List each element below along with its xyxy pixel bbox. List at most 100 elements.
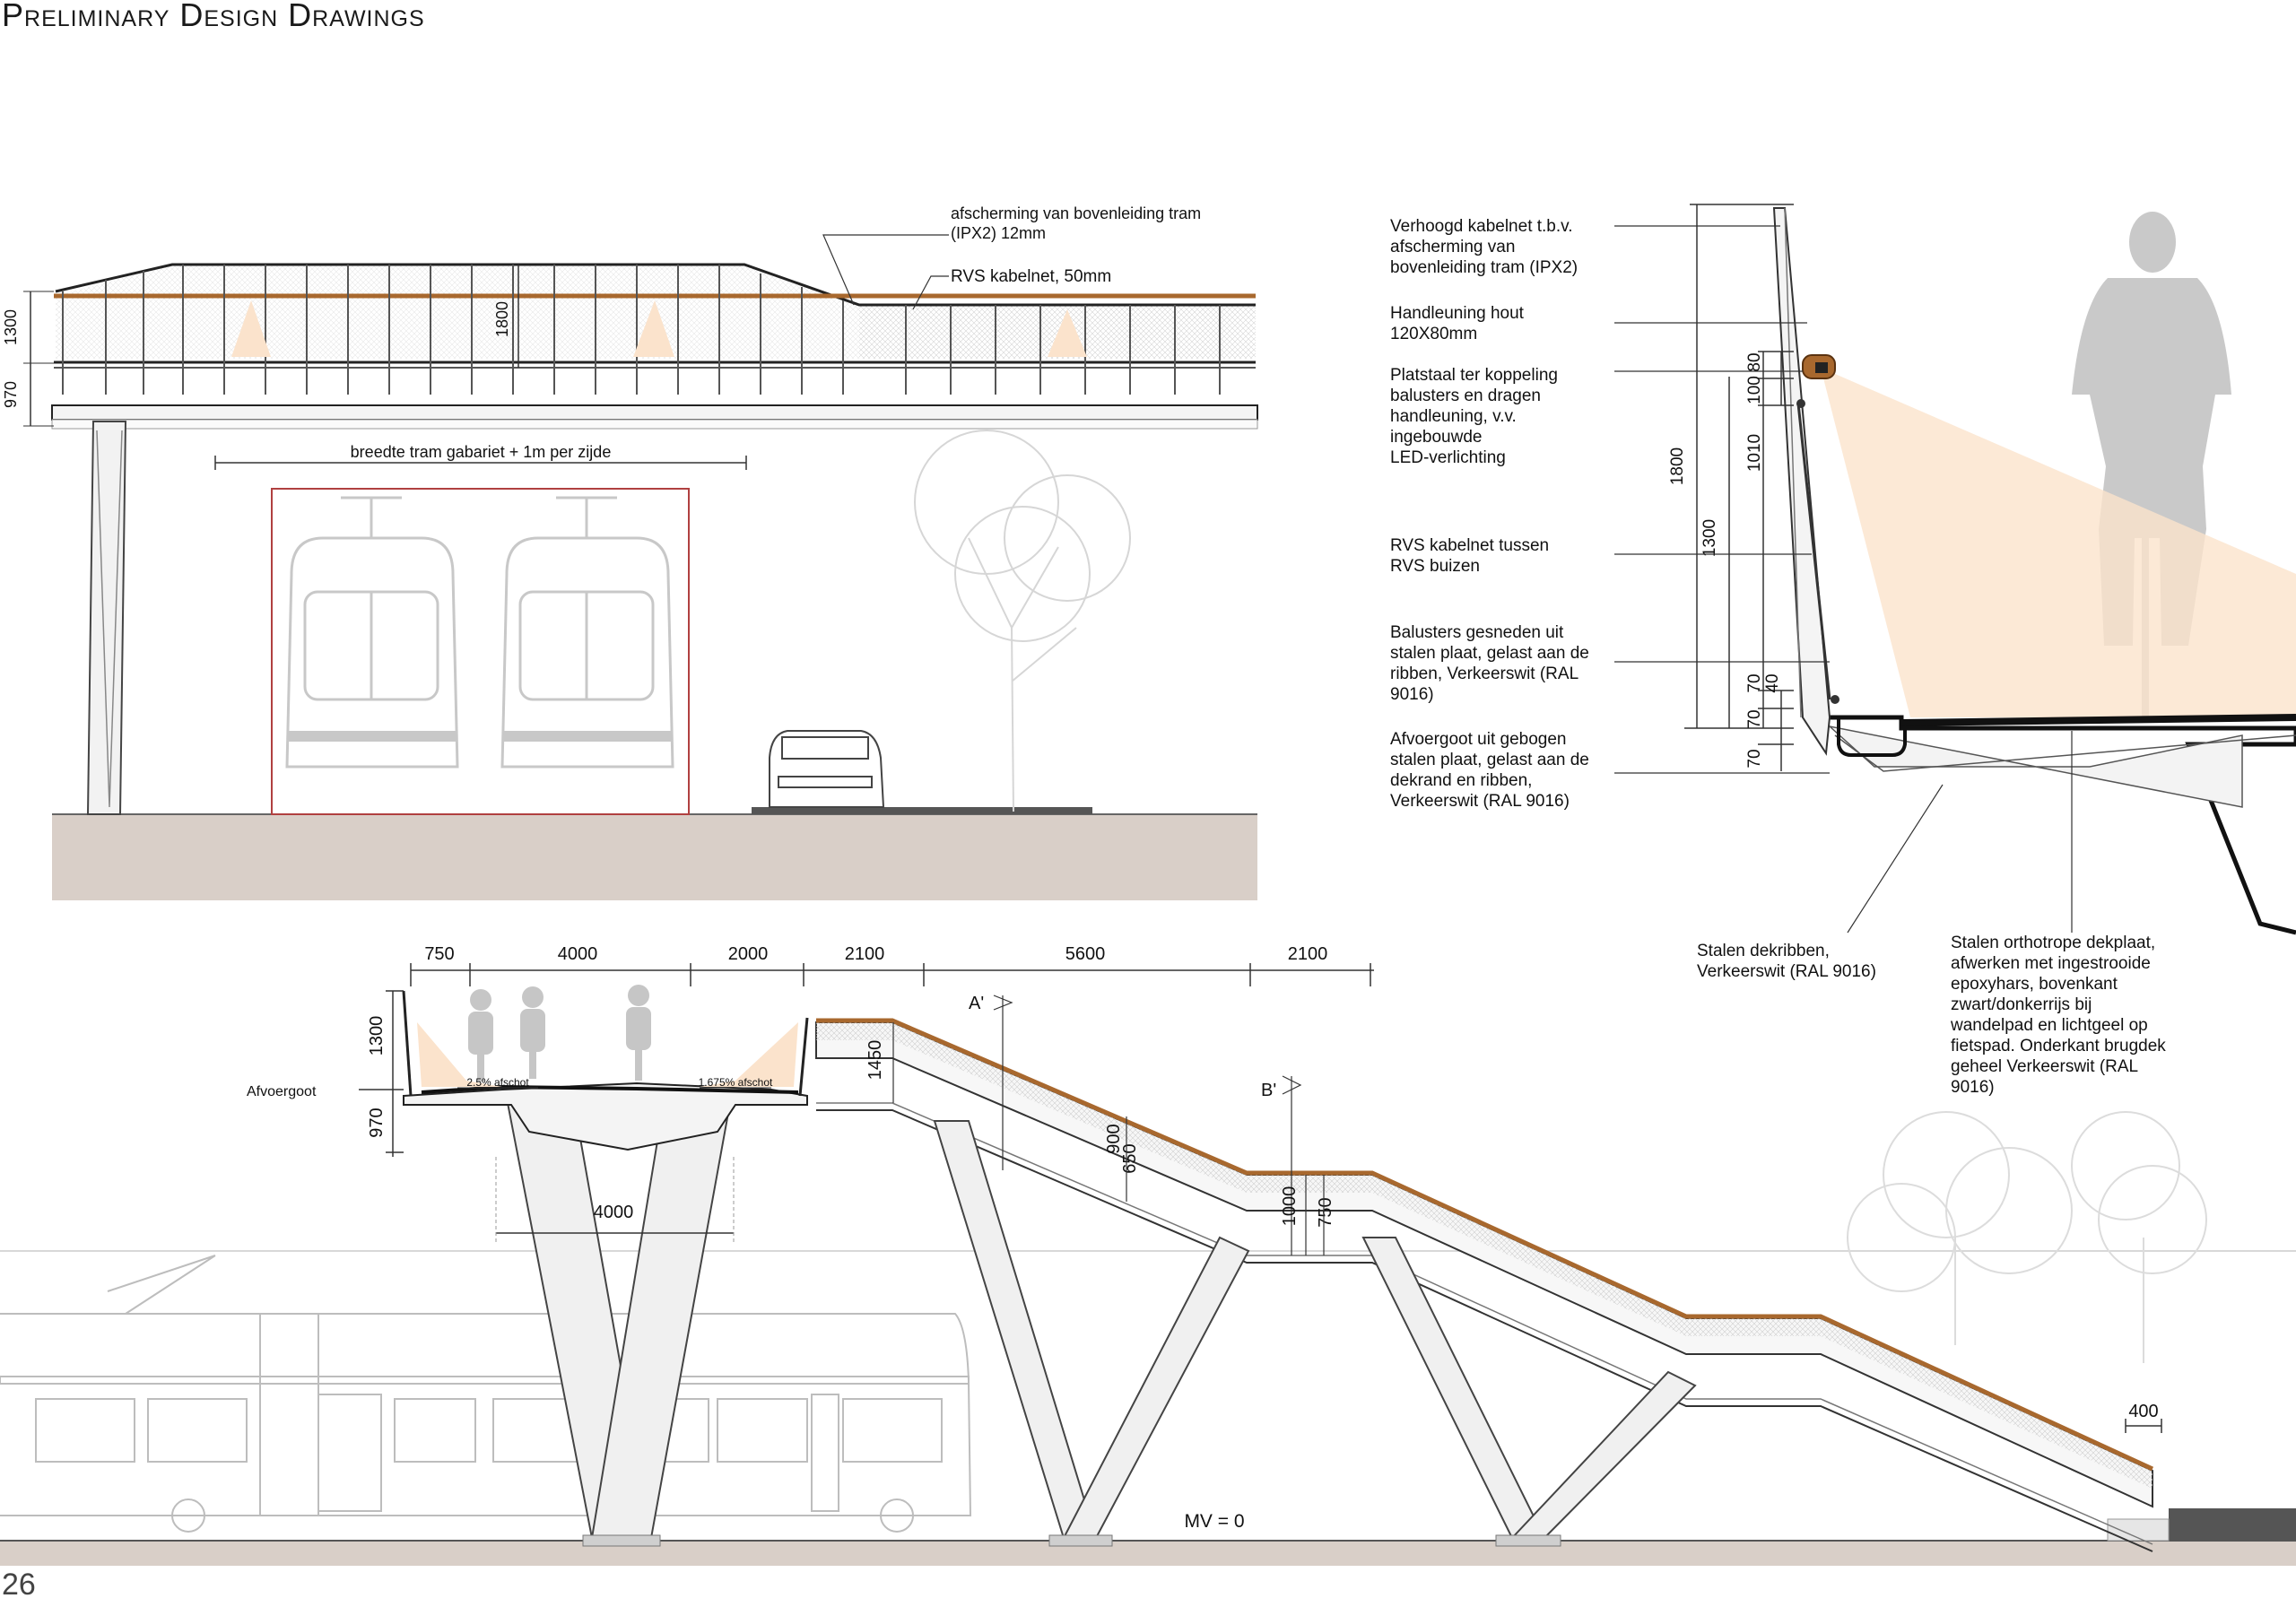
dim-1450: 1450 bbox=[865, 1040, 885, 1081]
svg-text:Afvoergoot uit gebogen: Afvoergoot uit gebogen bbox=[1390, 730, 1567, 749]
detail-label-1: Verhoogd kabelnet t.b.v. afscherming van… bbox=[1390, 217, 1578, 277]
annot-cable: RVS kabelnet, 50mm bbox=[951, 267, 1111, 286]
tree-sketch-top bbox=[914, 430, 1131, 812]
svg-text:ribben, Verkeerswit (RAL: ribben, Verkeerswit (RAL bbox=[1390, 665, 1578, 683]
height-1800-top: 1800 bbox=[493, 301, 511, 337]
height-970-top: 970 bbox=[2, 381, 20, 408]
svg-text:dekrand en ribben,: dekrand en ribben, bbox=[1390, 771, 1532, 790]
svg-text:epoxyhars, bovenkant: epoxyhars, bovenkant bbox=[1951, 975, 2118, 994]
tram-front-right bbox=[500, 496, 674, 769]
stair-ramp bbox=[815, 1018, 2154, 1552]
v-pier-2 bbox=[933, 1120, 1250, 1547]
dim-2100-b: 2100 bbox=[1288, 944, 1328, 964]
tram-side bbox=[0, 1255, 972, 1533]
ground-level-label: MV = 0 bbox=[1184, 1511, 1244, 1532]
detail-dim-1300: 1300 bbox=[1700, 519, 1719, 557]
railing-detail: 1800 1300 1010 100 80 70 40 70 70 Verhoo… bbox=[1390, 204, 2296, 1097]
svg-text:120X80mm: 120X80mm bbox=[1390, 325, 1477, 343]
svg-text:zwart/donkerrijs bij: zwart/donkerrijs bij bbox=[1951, 995, 2092, 1014]
slope-left: 2.5% afschot bbox=[466, 1076, 529, 1089]
detail-dim-40: 40 bbox=[1763, 673, 1782, 692]
top-elevation: breedte tram gabariet + 1m per zijde 130… bbox=[2, 204, 1258, 900]
height-1300-top: 1300 bbox=[2, 309, 20, 345]
dim-1000: 1000 bbox=[1280, 1186, 1300, 1227]
tram-width-label: breedte tram gabariet + 1m per zijde bbox=[351, 443, 612, 461]
v-pier-3 bbox=[1361, 1237, 1697, 1547]
svg-text:afwerken met ingestrooide: afwerken met ingestrooide bbox=[1951, 954, 2151, 973]
detail-dim-1010: 1010 bbox=[1745, 434, 1764, 472]
detail-dim-1800: 1800 bbox=[1668, 447, 1687, 485]
detail-label-3: Platstaal ter koppeling balusters en dra… bbox=[1390, 366, 1558, 467]
road bbox=[752, 807, 1092, 814]
dim-900: 900 bbox=[1104, 1124, 1124, 1153]
svg-text:geheel Verkeerswit (RAL: geheel Verkeerswit (RAL bbox=[1951, 1057, 2138, 1076]
note-ribs: Stalen dekribben, Verkeerswit (RAL 9016) bbox=[1697, 942, 1876, 981]
detail-dim-100: 100 bbox=[1745, 376, 1764, 404]
dim-4000-top: 4000 bbox=[558, 944, 598, 964]
svg-text:9016): 9016) bbox=[1390, 685, 1434, 704]
svg-text:stalen plaat, gelast aan de: stalen plaat, gelast aan de bbox=[1390, 751, 1589, 769]
dim-5600: 5600 bbox=[1065, 944, 1106, 964]
detail-dim-70-b: 70 bbox=[1745, 709, 1764, 728]
svg-text:Verkeerswit (RAL 9016): Verkeerswit (RAL 9016) bbox=[1697, 962, 1876, 981]
afvoergoot-label: Afvoergoot bbox=[247, 1084, 317, 1099]
svg-text:Verhoogd kabelnet t.b.v.: Verhoogd kabelnet t.b.v. bbox=[1390, 217, 1573, 236]
detail-dim-70-a: 70 bbox=[1745, 673, 1764, 692]
svg-text:Platstaal ter koppeling: Platstaal ter koppeling bbox=[1390, 366, 1558, 385]
pier-top bbox=[86, 421, 127, 815]
dim-650: 650 bbox=[1120, 1143, 1140, 1173]
svg-text:RVS buizen: RVS buizen bbox=[1390, 557, 1480, 576]
svg-text:wandelpad en lichtgeel op: wandelpad en lichtgeel op bbox=[1950, 1016, 2148, 1035]
svg-text:balusters en dragen: balusters en dragen bbox=[1390, 387, 1541, 405]
section-b: B' bbox=[1261, 1081, 1276, 1100]
bottom-height-970: 970 bbox=[367, 1108, 387, 1137]
car bbox=[769, 730, 885, 808]
svg-text:ingebouwde: ingebouwde bbox=[1390, 428, 1482, 447]
page-number: 26 bbox=[2, 1568, 36, 1602]
long-elevation: 2.5% afschot 1.675% afschot bbox=[0, 944, 2296, 1566]
detail-dim-80: 80 bbox=[1745, 352, 1764, 371]
annot-screening-line2: (IPX2) 12mm bbox=[951, 224, 1046, 242]
top-balusters bbox=[62, 265, 1221, 395]
bottom-top-dims bbox=[410, 963, 1374, 986]
annot-screening-line1: afscherming van bovenleiding tram bbox=[951, 204, 1201, 222]
dim-4000-pier: 4000 bbox=[594, 1203, 634, 1222]
tree-sketch-bottom bbox=[1847, 1111, 2207, 1363]
detail-label-5: Balusters gesneden uit stalen plaat, gel… bbox=[1390, 623, 1589, 704]
svg-text:afscherming van: afscherming van bbox=[1390, 238, 1515, 256]
svg-text:Handleuning hout: Handleuning hout bbox=[1390, 304, 1525, 323]
detail-label-2: Handleuning hout 120X80mm bbox=[1390, 304, 1525, 343]
svg-text:Stalen dekribben,: Stalen dekribben, bbox=[1697, 942, 1830, 960]
dim-2000: 2000 bbox=[728, 944, 769, 964]
bottom-height-1300: 1300 bbox=[367, 1016, 387, 1056]
svg-text:handleuning, v.v.: handleuning, v.v. bbox=[1390, 407, 1517, 426]
note-deck: Stalen orthotrope dekplaat, afwerken met… bbox=[1950, 934, 2166, 1097]
dim-2100-a: 2100 bbox=[845, 944, 885, 964]
dim-750-ramp: 750 bbox=[1316, 1197, 1335, 1227]
v-pier-1 bbox=[506, 1102, 732, 1547]
detail-dim-70-c: 70 bbox=[1745, 749, 1764, 768]
svg-text:fietspad. Onderkant brugdek: fietspad. Onderkant brugdek bbox=[1951, 1037, 2166, 1055]
dim-400: 400 bbox=[2128, 1402, 2158, 1421]
svg-text:Verkeerswit (RAL 9016): Verkeerswit (RAL 9016) bbox=[1390, 792, 1570, 811]
svg-text:Balusters gesneden uit: Balusters gesneden uit bbox=[1390, 623, 1564, 642]
people-silhouettes bbox=[468, 985, 651, 1081]
detail-label-6: Afvoergoot uit gebogen stalen plaat, gel… bbox=[1390, 730, 1589, 811]
svg-text:9016): 9016) bbox=[1951, 1078, 1995, 1097]
tram-clearance-box bbox=[271, 488, 690, 815]
svg-text:stalen plaat, gelast aan de: stalen plaat, gelast aan de bbox=[1390, 644, 1589, 663]
svg-text:LED-verlichting: LED-verlichting bbox=[1390, 448, 1506, 467]
ground-top bbox=[52, 814, 1257, 900]
slope-right: 1.675% afschot bbox=[699, 1076, 773, 1089]
section-a: A' bbox=[969, 994, 984, 1013]
ground-bottom bbox=[0, 1541, 2296, 1566]
page-title: Preliminary Design Drawings bbox=[2, 0, 425, 33]
main-deck: 2.5% afschot 1.675% afschot bbox=[402, 985, 809, 1151]
deck-top bbox=[51, 404, 1258, 421]
detail-dimensions bbox=[1684, 204, 1794, 771]
svg-text:Stalen orthotrope dekplaat,: Stalen orthotrope dekplaat, bbox=[1951, 934, 2155, 952]
tram-front-left bbox=[285, 496, 459, 769]
dim-750: 750 bbox=[424, 944, 454, 964]
svg-text:bovenleiding tram (IPX2): bovenleiding tram (IPX2) bbox=[1390, 258, 1578, 277]
